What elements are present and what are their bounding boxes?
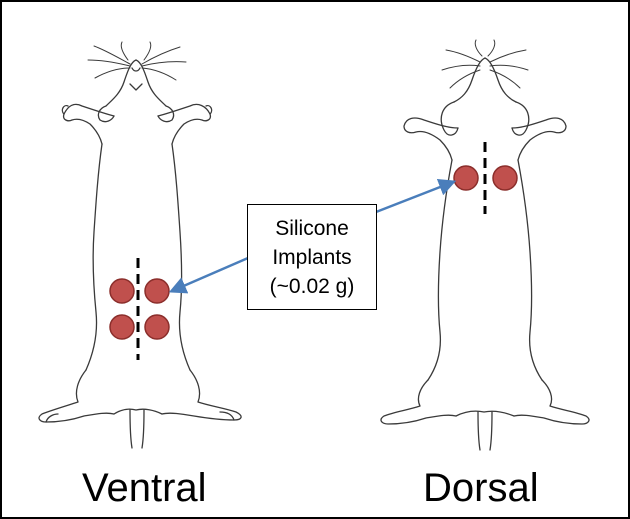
ventral-mouse-drawing — [38, 41, 242, 449]
dorsal-mouse-drawing — [380, 39, 590, 451]
callout-line-2: Implants — [272, 245, 352, 269]
ventral-implant-top-right — [144, 278, 170, 304]
dorsal-implants — [453, 165, 518, 191]
callout-line-3: (~0.02 g) — [269, 274, 355, 298]
implant-callout-box: Silicone Implants (~0.02 g) — [247, 204, 377, 310]
ventral-implant-bottom-right — [144, 314, 170, 340]
dorsal-implant-left — [453, 165, 479, 191]
ventral-implant-top-left — [109, 278, 135, 304]
arrow-to-ventral-implants — [168, 256, 249, 294]
dorsal-whiskers — [441, 39, 529, 89]
ventral-whiskers — [87, 41, 187, 81]
ventral-implant-bottom-left — [109, 314, 135, 340]
arrow-to-dorsal-implants — [375, 178, 457, 214]
callout-line-1: Silicone — [275, 216, 349, 240]
ventral-caption: Ventral — [82, 466, 207, 510]
dorsal-implant-right — [492, 165, 518, 191]
ventral-implants — [109, 278, 170, 340]
dorsal-caption: Dorsal — [423, 466, 539, 510]
